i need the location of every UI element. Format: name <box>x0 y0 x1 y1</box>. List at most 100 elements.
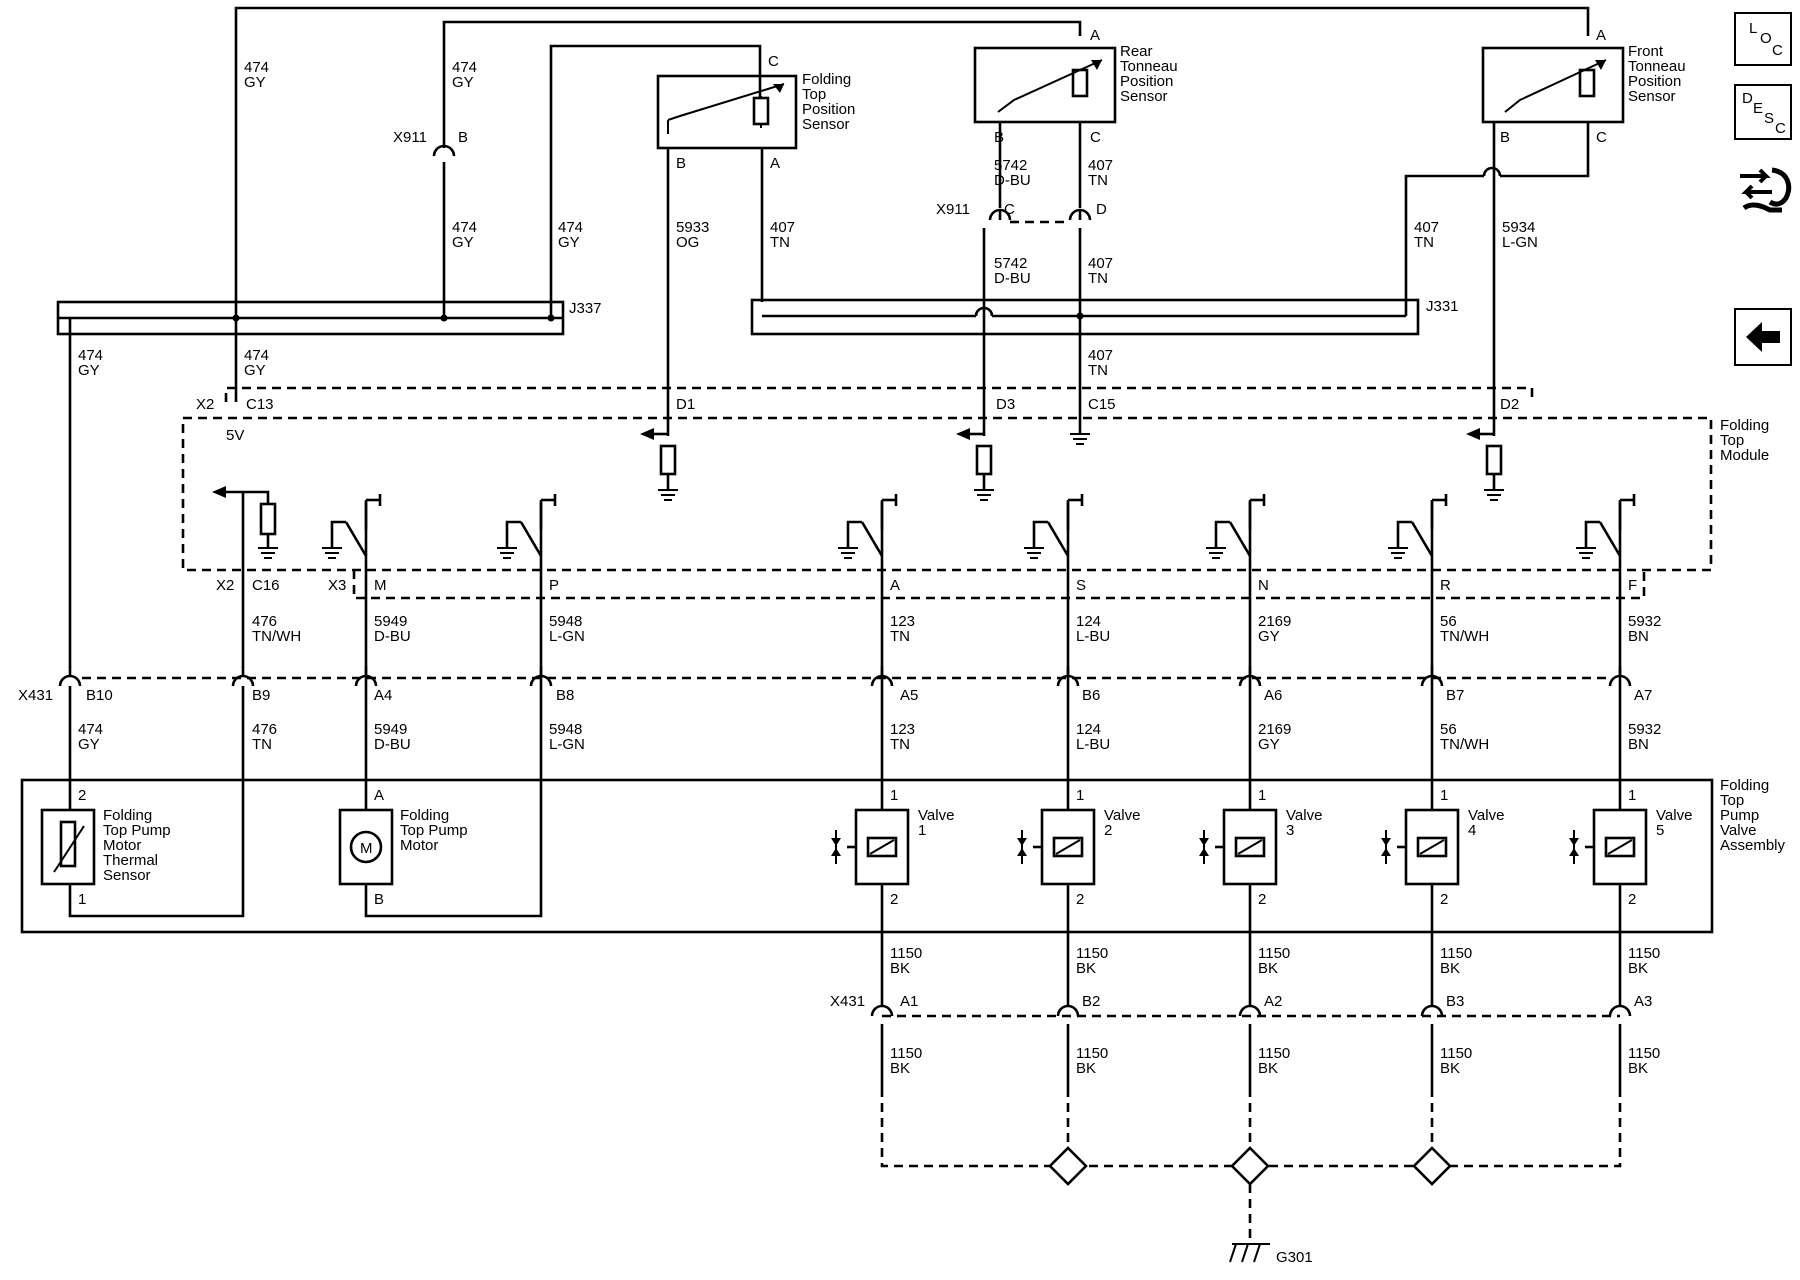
pump-valve-assembly <box>20 686 1714 934</box>
pin-v2-1-label: 1 <box>1076 787 1084 804</box>
pin-x2-c16-label: C16 <box>252 577 280 594</box>
left-arrow-icon <box>1746 322 1780 352</box>
pin-rts-b-label: B <box>994 129 1004 146</box>
pin-fts-b-label: B <box>676 155 686 172</box>
j331-label: J331 <box>1426 298 1459 315</box>
back-button[interactable] <box>1734 308 1792 366</box>
x911-label: X911 <box>393 129 427 146</box>
pin-x431-a3-label: A3 <box>1634 993 1652 1010</box>
pin-x911-d-label: D <box>1096 201 1107 218</box>
pin-frs-a-label: A <box>1596 27 1606 44</box>
loc-button[interactable]: L O C <box>1734 12 1792 66</box>
pin-v5-1-label: 1 <box>1628 787 1636 804</box>
g301-ground-icon <box>1229 1243 1270 1263</box>
pin-v1-2-label: 2 <box>890 891 898 908</box>
pin-x2-d1-label: D1 <box>676 396 695 413</box>
pin-v3-2-label: 2 <box>1258 891 1266 908</box>
ground-icon <box>1070 433 1090 445</box>
pin-x431-b2-label: B2 <box>1082 993 1100 1010</box>
pin-x431-b9-label: B9 <box>252 687 270 704</box>
pin-x431-a2-label: A2 <box>1264 993 1282 1010</box>
pin-v5-2-label: 2 <box>1628 891 1636 908</box>
pin-x431-a7-label: A7 <box>1634 687 1652 704</box>
ground-bus <box>880 1014 1622 1263</box>
connector-icon <box>1740 167 1792 213</box>
g301-label: G301 <box>1276 1249 1313 1266</box>
pin-x3-n-label: N <box>1258 577 1269 594</box>
pin-x2-c13-label: C13 <box>246 396 274 413</box>
x3-label: X3 <box>328 577 346 594</box>
pin-rts-c-label: C <box>1090 129 1101 146</box>
pin-x3-f-label: F <box>1628 577 1637 594</box>
pin-fts-a-label: A <box>770 155 780 172</box>
desc-c: C <box>1775 120 1786 137</box>
x431-label-2: X431 <box>830 993 865 1010</box>
x431-pins <box>58 666 1632 687</box>
desc-s: S <box>1764 110 1775 127</box>
pin-x431-a4-label: A4 <box>374 687 392 704</box>
pin-x431-b7-label: B7 <box>1446 687 1464 704</box>
pin-frs-c-label: C <box>1596 129 1607 146</box>
valves <box>831 686 1648 1006</box>
pin-thermal-1-label: 1 <box>78 891 86 908</box>
pin-x431-b3-label: B3 <box>1446 993 1464 1010</box>
pin-x2-d3-label: D3 <box>996 396 1015 413</box>
x2-label: X2 <box>196 396 214 413</box>
pin-x431-a6-label: A6 <box>1264 687 1282 704</box>
pin-v1-1-label: 1 <box>890 787 898 804</box>
ground-icon <box>974 489 994 501</box>
desc-d: D <box>1742 90 1753 107</box>
loc-l: L <box>1749 20 1758 37</box>
top-wiring <box>56 6 1625 668</box>
connector-end-view-button[interactable] <box>1732 158 1796 228</box>
pin-v4-1-label: 1 <box>1440 787 1448 804</box>
x911-label-2: X911 <box>936 201 970 218</box>
pin-fts-c-label: C <box>768 53 779 70</box>
pin-x3-p-label: P <box>549 577 559 594</box>
j337-label: J337 <box>569 300 602 317</box>
loc-c: C <box>1772 42 1783 59</box>
desc-e: E <box>1753 100 1764 117</box>
desc-button[interactable]: D E S C <box>1734 84 1792 140</box>
pin-v4-2-label: 2 <box>1440 891 1448 908</box>
pin-x911-b-label: B <box>458 129 468 146</box>
loc-o: O <box>1760 30 1772 47</box>
pin-x3-a-label: A <box>890 577 900 594</box>
